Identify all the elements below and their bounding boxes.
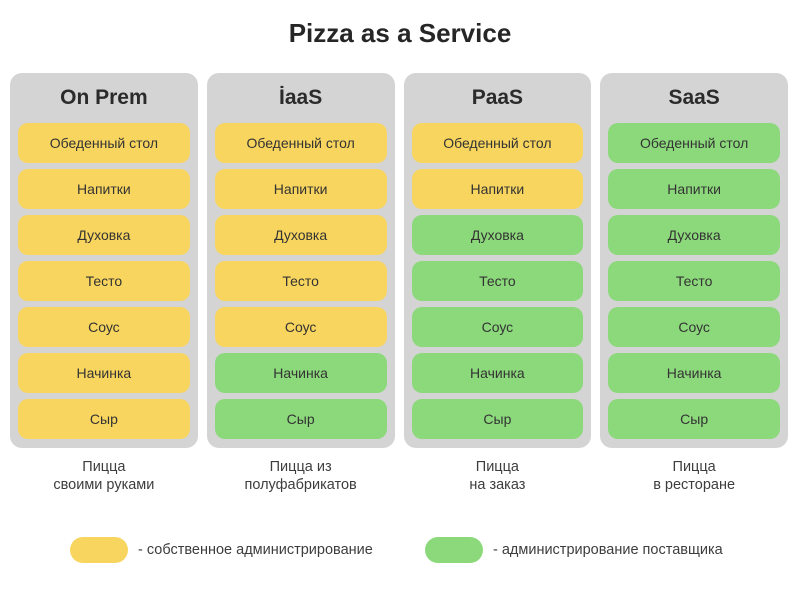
cell-paas-5: Начинка: [411, 353, 584, 393]
legend-label-own: - собственное администрирование: [138, 542, 373, 558]
cell-saas-4: Соус: [608, 307, 780, 347]
cell-iaas-1: Напитки: [214, 169, 387, 209]
cell-iaas-2: Духовка: [214, 215, 387, 255]
cell-on-prem-5: Начинка: [18, 353, 190, 393]
cell-on-prem-4: Соус: [18, 307, 190, 347]
legend: - собственное администрирование - админис…: [0, 537, 800, 565]
cell-on-prem-0: Обеденный стол: [18, 123, 190, 163]
cell-saas-6: Сыр: [608, 399, 780, 439]
cell-saas-1: Напитки: [608, 169, 780, 209]
cell-paas-1: Напитки: [411, 169, 584, 209]
cell-saas-3: Тесто: [608, 261, 780, 301]
legend-swatch-vendor: [425, 537, 483, 563]
cell-paas-2: Духовка: [411, 215, 584, 255]
page-title: Pizza as a Service: [288, 18, 512, 48]
legend-label-vendor: - администрирование поставщика: [493, 542, 723, 558]
cell-paas-3: Тесто: [411, 261, 584, 301]
cell-saas-5: Начинка: [608, 353, 780, 393]
column-header-saas: SaaS: [668, 86, 720, 109]
caption-iaas: Пицца из полуфабрикатов: [244, 459, 357, 494]
cell-iaas-4: Соус: [214, 307, 387, 347]
cell-paas-4: Соус: [411, 307, 584, 347]
cell-iaas-0: Обеденный стол: [214, 123, 387, 163]
legend-item-vendor: - администрирование поставщика: [425, 537, 723, 563]
cell-iaas-5: Начинка: [214, 353, 387, 393]
column-header-on-prem: On Prem: [60, 86, 148, 109]
column-header-iaas: İaaS: [279, 86, 323, 109]
cell-on-prem-3: Тесто: [18, 261, 190, 301]
cell-iaas-6: Сыр: [214, 399, 387, 439]
legend-swatch-own: [70, 537, 128, 563]
cell-paas-6: Сыр: [411, 399, 584, 439]
cell-saas-0: Обеденный стол: [608, 123, 780, 163]
caption-paas: Пицца на заказ: [469, 459, 526, 494]
caption-on-prem: Пицца своими руками: [53, 459, 155, 494]
cell-paas-0: Обеденный стол: [411, 123, 584, 163]
cell-saas-2: Духовка: [608, 215, 780, 255]
cell-on-prem-2: Духовка: [18, 215, 190, 255]
cell-on-prem-1: Напитки: [18, 169, 190, 209]
column-header-paas: PaaS: [471, 86, 524, 109]
cell-on-prem-6: Сыр: [18, 399, 190, 439]
legend-item-own: - собственное администрирование: [70, 537, 373, 563]
caption-saas: Пицца в ресторане: [653, 459, 736, 494]
cell-iaas-3: Тесто: [214, 261, 387, 301]
